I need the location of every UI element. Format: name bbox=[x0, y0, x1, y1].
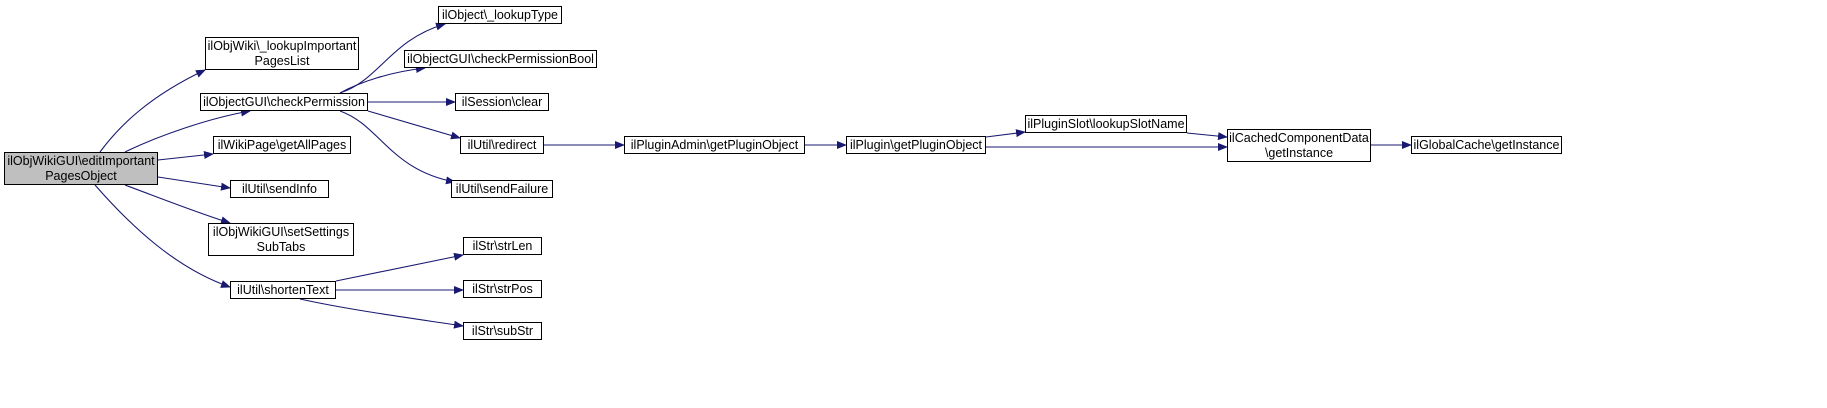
node-redirect[interactable]: ilUtil\redirect bbox=[460, 136, 544, 154]
node-get-all-pages[interactable]: ilWikiPage\getAllPages bbox=[213, 136, 351, 154]
node-lookup-type[interactable]: ilObject\_lookupType bbox=[438, 6, 562, 24]
node-cached-component-data-get-instance[interactable]: ilCachedComponentData \getInstance bbox=[1227, 129, 1371, 162]
node-send-failure[interactable]: ilUtil\sendFailure bbox=[451, 180, 553, 198]
edge-checkPermission-to-redirect bbox=[367, 110, 461, 140]
edge-root-to-checkPermission bbox=[124, 108, 251, 153]
edge-root-to-getAllPages bbox=[157, 150, 214, 161]
edge-lookupSlotName-to-cachedGetInstance bbox=[1186, 132, 1228, 141]
edge-shortenText-to-subStr bbox=[299, 298, 464, 329]
node-lookup-important-pages-list[interactable]: ilObjWiki\_lookupImportant PagesList bbox=[205, 37, 359, 70]
edge-pluginGetPluginObject-to-lookupSlotName bbox=[985, 129, 1026, 138]
node-str-pos[interactable]: ilStr\strPos bbox=[463, 280, 542, 298]
node-str-len[interactable]: ilStr\strLen bbox=[463, 237, 542, 255]
node-set-settings-sub-tabs[interactable]: ilObjWikiGUI\setSettings SubTabs bbox=[208, 223, 354, 256]
edge-root-to-shortenText bbox=[94, 184, 231, 288]
edge-root-to-lookupImportant bbox=[99, 69, 206, 153]
node-session-clear[interactable]: ilSession\clear bbox=[455, 93, 549, 111]
edge-checkPermission-to-checkPermissionBool bbox=[339, 65, 426, 94]
node-send-info[interactable]: ilUtil\sendInfo bbox=[230, 180, 329, 198]
node-plugin-get-plugin-object[interactable]: ilPlugin\getPluginObject bbox=[846, 136, 986, 154]
node-check-permission[interactable]: ilObjectGUI\checkPermission bbox=[200, 93, 368, 111]
node-lookup-slot-name[interactable]: ilPluginSlot\lookupSlotName bbox=[1025, 115, 1187, 133]
node-check-permission-bool[interactable]: ilObjectGUI\checkPermissionBool bbox=[404, 50, 597, 68]
edge-checkPermission-to-sendFailure bbox=[339, 110, 456, 185]
edge-root-to-setSettingsSubTabs bbox=[124, 184, 231, 225]
edge-shortenText-to-strLen bbox=[335, 252, 464, 282]
node-plugin-admin-get-plugin-object[interactable]: ilPluginAdmin\getPluginObject bbox=[624, 136, 805, 154]
node-root-edit-important-pages-object[interactable]: ilObjWikiGUI\editImportant PagesObject bbox=[4, 152, 158, 185]
node-shorten-text[interactable]: ilUtil\shortenText bbox=[230, 281, 336, 299]
node-global-cache-get-instance[interactable]: ilGlobalCache\getInstance bbox=[1411, 136, 1562, 154]
edge-root-to-sendInfo bbox=[157, 176, 231, 191]
node-sub-str[interactable]: ilStr\subStr bbox=[463, 322, 542, 340]
edge-checkPermission-to-lookupType bbox=[339, 22, 446, 94]
